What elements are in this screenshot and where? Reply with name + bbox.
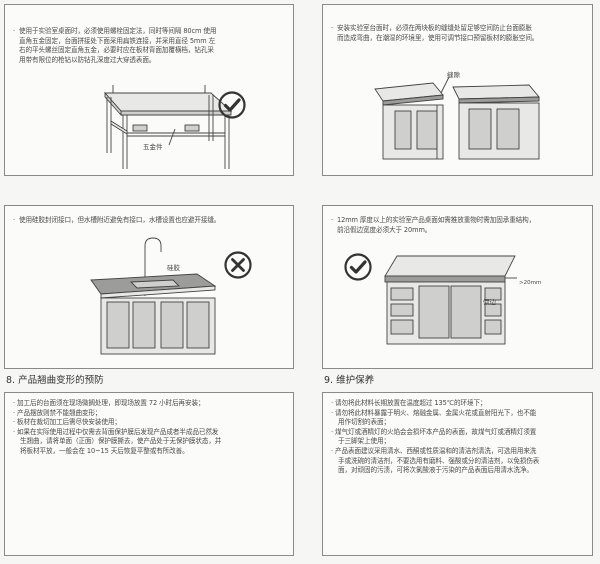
list-item: 将板材平放，一般会在 10~15 天后恢复平整或有所改善。 [20, 446, 189, 455]
bullet: · [331, 24, 334, 32]
gap-label: 缝隙 [447, 71, 460, 79]
dimension-label: >20mm [519, 280, 542, 286]
workbench-illustration [384, 255, 517, 345]
section-9-list: · 请勿将此材料长期放置在温度超过 135℃的环境下； · 请勿将此材料暴露于明… [331, 399, 591, 476]
list-item: 手或洗碗的清洁剂，不要选用有磨料、强酸或分的清洁剂，以免损伤表 [338, 456, 540, 465]
list-item: · 请勿将此材料长期放置在温度超过 135℃的环境下； [331, 399, 487, 407]
section-9-box: · 请勿将此材料长期放置在温度超过 135℃的环境下； · 请勿将此材料暴露于明… [322, 392, 593, 556]
bullet: · [13, 216, 16, 224]
list-item: 面，对顽固的污渍，可将次氯酸液于污染的产品表面后用清水洗净。 [338, 466, 533, 475]
section-8-title: 8. 产品翘曲变形的预防 [6, 375, 104, 386]
panel-fixing-method: · 使用于实验室桌面时，必须使用螺栓固定法，同时等间隔 80cm 使用 直角五金… [4, 4, 294, 176]
list-item: · 板材在裁切加工后需尽快安装使用； [13, 418, 121, 427]
list-item: · 请勿将此材料暴露于明火、熔融金属、金属火花或直射阳光下，也不能 [331, 408, 537, 417]
section-8-box: · 加工后的台面须在现场微搁处理，即现场放置 72 小时后再安装； · 产品摆放… [4, 392, 294, 556]
false-edge-label: 假边 [483, 298, 496, 306]
panel-load-edge: · 12mm 厚度以上的实验室产品桌面如需推放重物时需加固承重结构， 前沿假边宽… [322, 205, 593, 369]
panel-silicone-seal: · 使用硅胶封闭接口，但水槽附近避免有接口，水槽设置也应避开接缝。 硅胶 [4, 205, 294, 369]
list-item: · 如果在实际使用过程中仅需去背面保护膜后发现产品成者半成品已然发 [13, 427, 219, 436]
list-item: · 煤气灯或酒精灯的火焰会会损坏本产品的表面，故煤气灯或酒精灯须置 [331, 427, 537, 436]
bullet: · [331, 216, 334, 224]
panel-silicone-text: 使用硅胶封闭接口，但水槽附近避免有接口，水槽设置也应避开接缝。 [19, 216, 221, 224]
silicone-label: 硅胶 [167, 264, 180, 272]
panel-fixing-text: 使用于实验室桌面时，必须使用螺栓固定法，同时等间隔 80cm 使用 直角五金固定… [19, 27, 217, 64]
list-item: · 产品表面建议采用清水、西酮或性质温和的清洁剂清洗，可选用用来洗 [331, 446, 537, 455]
list-item: 用作切割的表面； [338, 418, 390, 427]
list-item: 生翘曲，请将单面（正面）保护膜撕去，使产品处于无保护膜状态，并 [20, 437, 222, 446]
hardware-label: 五金件 [143, 143, 163, 151]
section-9-title: 9. 维护保养 [324, 375, 375, 386]
panel-expansion-text: 安装实验室台面时，必须在两块板的缝缝处留足够空间防止台面膨胀 而造成弯曲，在潮湿… [337, 24, 539, 42]
cabinet-gap-illustration [374, 76, 540, 160]
sink-cabinet-illustration [90, 237, 217, 355]
bullet: · [13, 27, 16, 35]
list-item: 于三脚架上使用； [338, 437, 390, 446]
panel-expansion-gap: · 安装实验室台面时，必须在两块板的缝缝处留足够空间防止台面膨胀 而造成弯曲，在… [322, 4, 593, 176]
list-item: · 加工后的台面须在现场微搁处理，即现场放置 72 小时后再安装； [13, 399, 205, 407]
check-icon [344, 253, 372, 281]
check-icon [218, 91, 246, 119]
table-frame-illustration [103, 85, 233, 169]
list-item: · 产品摆放则禁不能翘曲变形； [13, 408, 102, 417]
cross-icon [224, 251, 252, 279]
section-8-list: · 加工后的台面须在现场微搁处理，即现场放置 72 小时后再安装； · 产品摆放… [13, 399, 291, 457]
panel-load-text: 12mm 厚度以上的实验室产品桌面如需推放重物时需加固承重结构， 前沿假边宽度必… [337, 216, 536, 234]
